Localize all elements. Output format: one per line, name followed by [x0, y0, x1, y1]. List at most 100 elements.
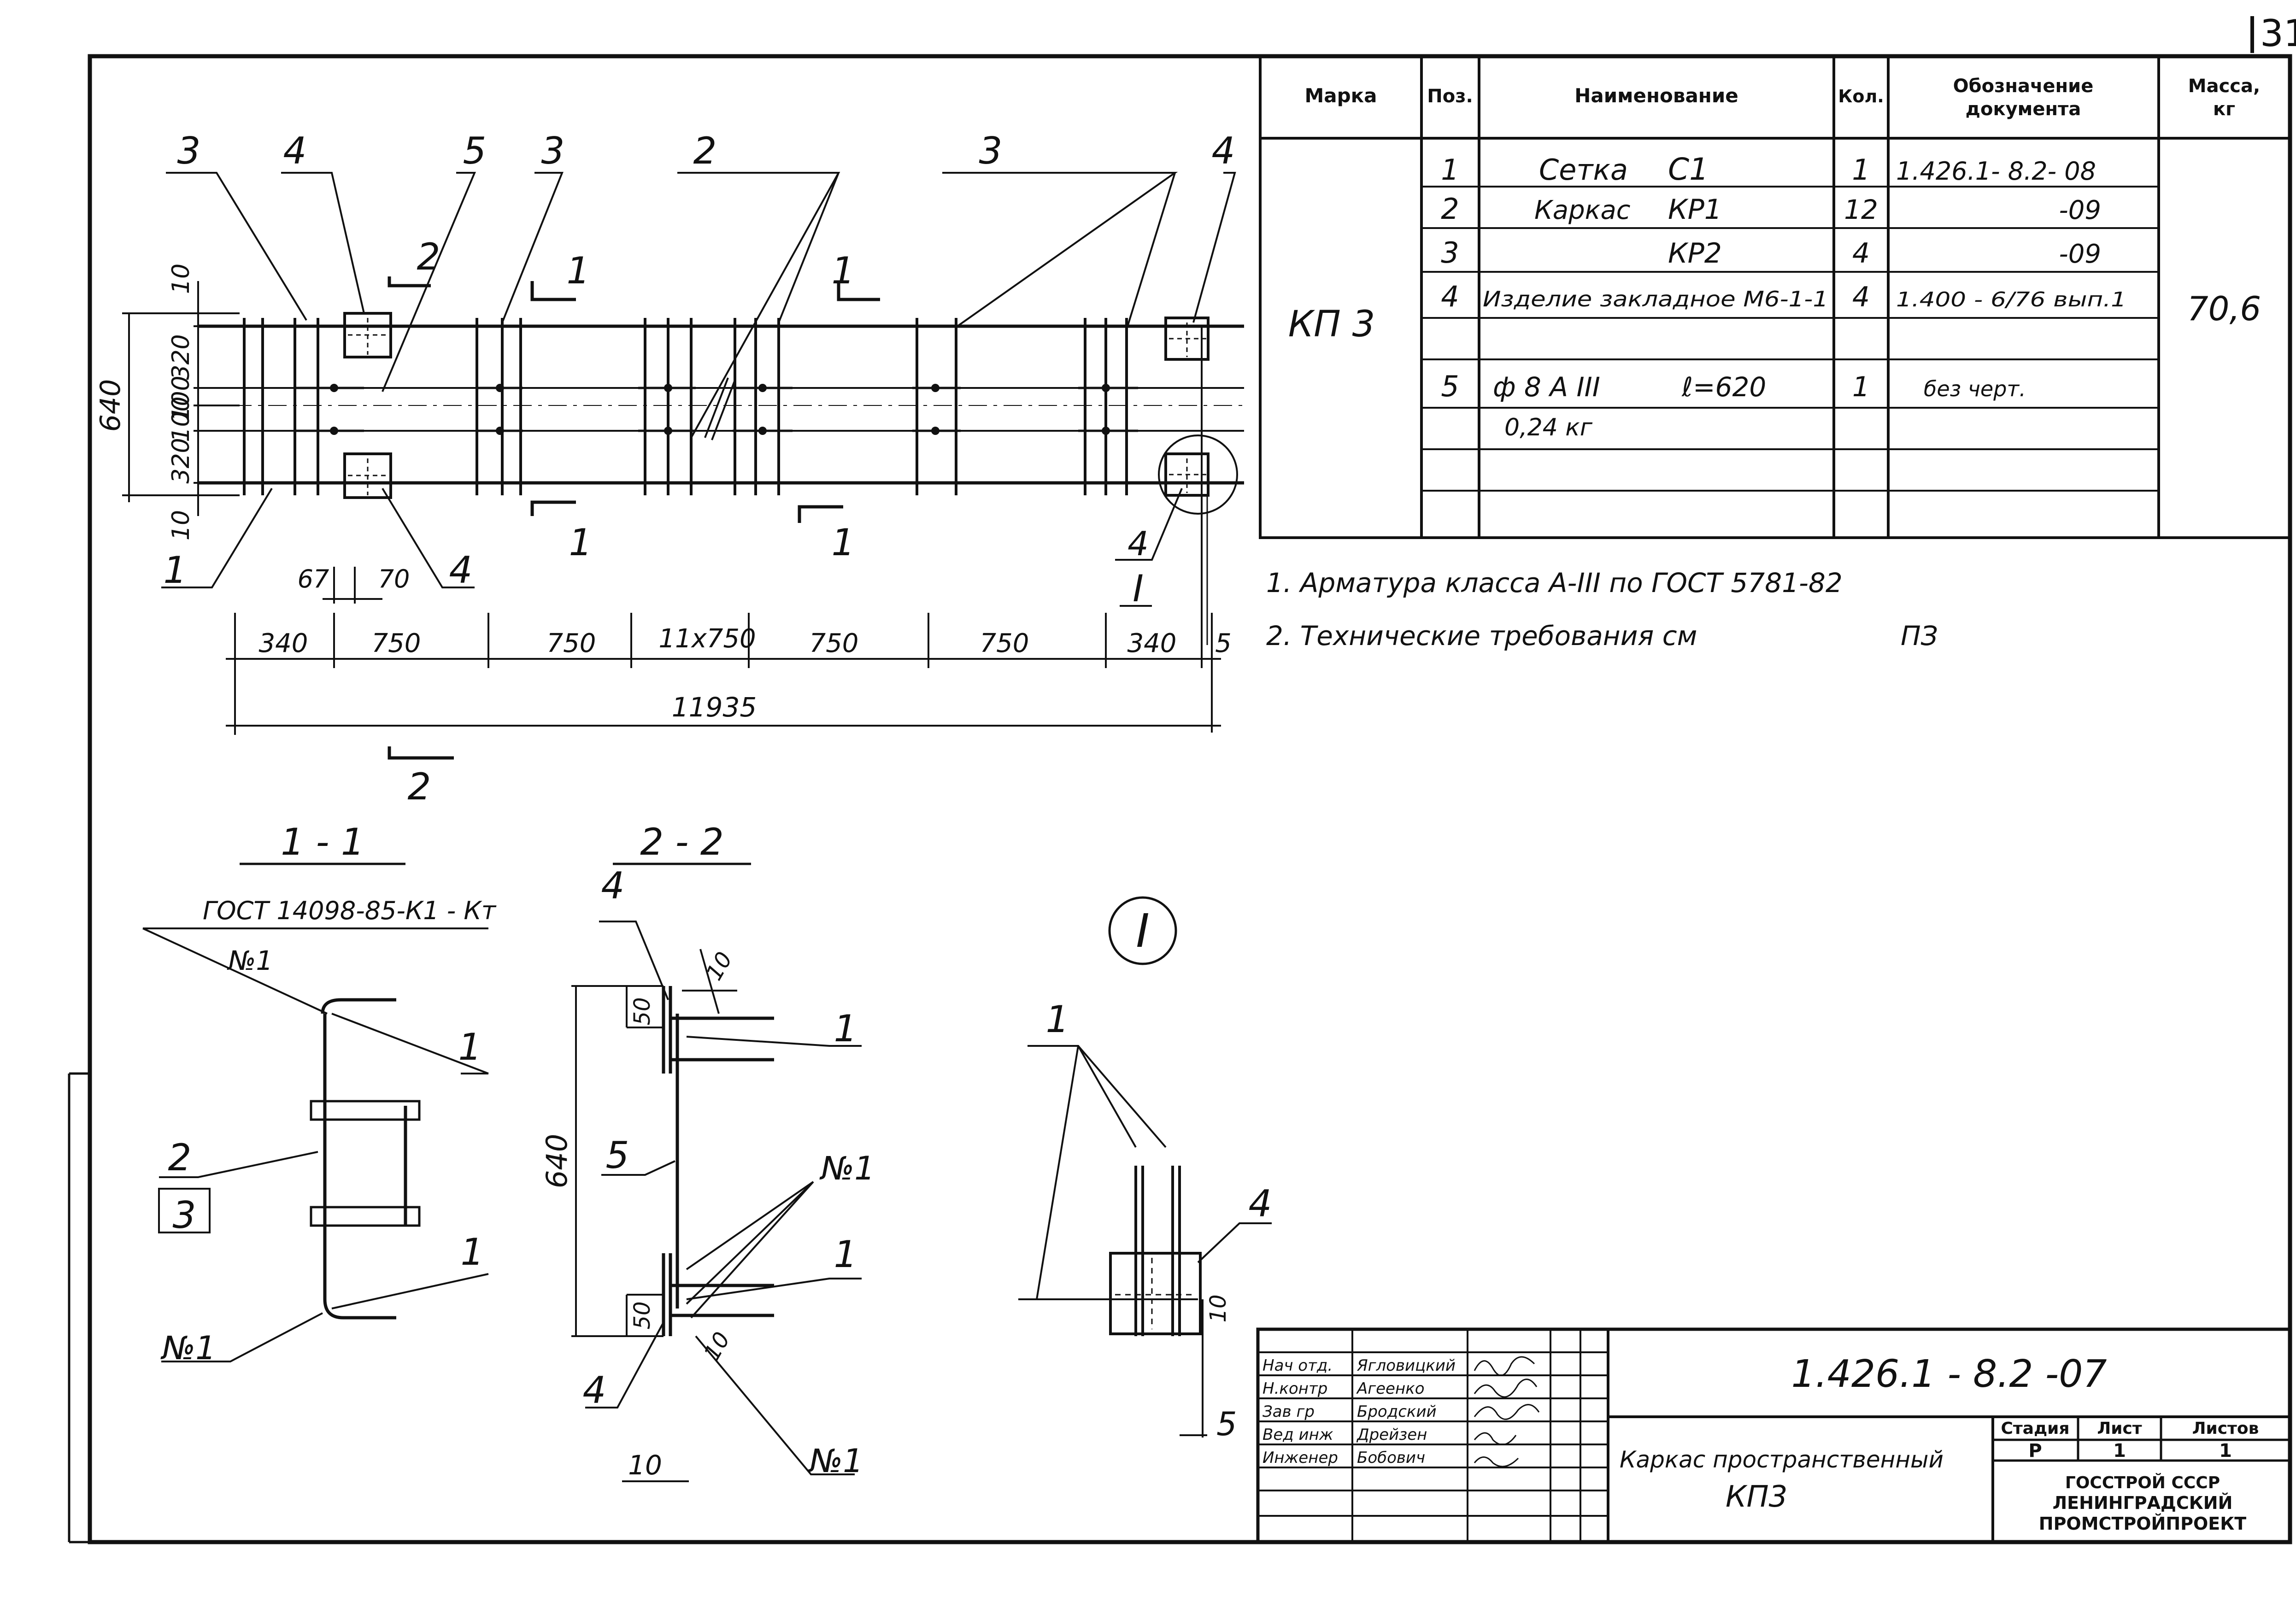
svg-text:2: 2: [168, 1136, 192, 1179]
svg-text:11935: 11935: [672, 692, 757, 723]
svg-text:1: 1: [567, 249, 590, 292]
table-row: 3 КР2 4 -09: [1441, 236, 2101, 270]
svg-text:Бродский: Бродский: [1357, 1402, 1437, 1421]
svg-text:1.400 - 6/76 вып.1: 1.400 - 6/76 вып.1: [1896, 288, 2126, 311]
svg-text:2: 2: [1441, 192, 1459, 226]
svg-text:Изделие закладное М6-1-1: Изделие закладное М6-1-1: [1483, 287, 1828, 311]
frame-kp-group: [243, 318, 1128, 495]
mass-value: 70,6: [2187, 289, 2261, 328]
svg-text:4: 4: [1852, 281, 1870, 313]
svg-text:1: 1: [164, 549, 187, 592]
svg-text:Н.контр: Н.контр: [1263, 1379, 1327, 1398]
svg-text:Р: Р: [2028, 1440, 2042, 1461]
svg-text:640: 640: [94, 379, 127, 432]
svg-text:3: 3: [541, 129, 565, 172]
svg-text:640: 640: [540, 1134, 574, 1188]
svg-text:Зав гр: Зав гр: [1263, 1402, 1315, 1421]
svg-text:№1: №1: [819, 1150, 875, 1187]
svg-text:11x750: 11x750: [658, 624, 756, 654]
header-pos: Поз.: [1427, 86, 1473, 107]
svg-text:4: 4: [449, 549, 473, 592]
svg-text:Стадия: Стадия: [2001, 1419, 2070, 1438]
svg-text:1: 1: [458, 1026, 482, 1068]
svg-text:10: 10: [701, 948, 738, 985]
title-block: Нач отд. Ягловицкий Н.контр Агеенко Зав …: [1256, 1327, 2292, 1544]
svg-text:С1: С1: [1668, 152, 1709, 187]
svg-text:1: 1: [461, 1231, 484, 1273]
svg-text:3: 3: [979, 129, 1003, 172]
svg-text:1: 1: [834, 1007, 857, 1050]
svg-text:1.426.1- 8.2- 08: 1.426.1- 8.2- 08: [1896, 157, 2096, 186]
svg-text:3: 3: [173, 1194, 196, 1237]
svg-text:67: 67: [298, 564, 329, 593]
svg-text:2: 2: [693, 129, 717, 172]
svg-text:ПРОМСТРОЙПРОЕКТ: ПРОМСТРОЙПРОЕКТ: [2039, 1514, 2247, 1534]
svg-text:2: 2: [408, 765, 431, 808]
svg-text:-09: -09: [2059, 239, 2101, 269]
svg-text:1: 1: [2113, 1440, 2126, 1461]
svg-text:3: 3: [177, 129, 201, 172]
svg-text:без черт.: без черт.: [1924, 376, 2026, 401]
header-marka: Марка: [1304, 84, 1377, 107]
svg-text:10: 10: [628, 1449, 662, 1481]
svg-text:5: 5: [1441, 370, 1459, 403]
svg-text:1: 1: [1852, 153, 1870, 187]
embedded-plate-group: [343, 312, 1210, 499]
svg-text:750: 750: [372, 628, 421, 658]
section-2-2: 2 - 2 10 50 640 50 10 10: [540, 821, 875, 1482]
svg-text:4: 4: [583, 1369, 606, 1412]
header-mass-1: Масса,: [2188, 76, 2260, 97]
object-title-1: Каркас пространственный: [1620, 1446, 1944, 1473]
svg-text:1: 1: [834, 1233, 857, 1276]
svg-text:3: 3: [1441, 236, 1459, 270]
svg-text:0,24 кг: 0,24 кг: [1504, 414, 1593, 441]
svg-text:5: 5: [1215, 628, 1232, 658]
svg-text:Сетка: Сетка: [1539, 153, 1628, 187]
svg-text:№1: №1: [160, 1329, 216, 1367]
svg-text:КР1: КР1: [1668, 194, 1722, 226]
svg-text:50: 50: [629, 997, 655, 1025]
svg-text:100: 100: [167, 376, 195, 421]
marka-value: КП 3: [1288, 304, 1375, 345]
table-row: 2 Каркас КР1 12 -09: [1441, 192, 2101, 226]
svg-text:750: 750: [547, 628, 596, 658]
svg-text:КР2: КР2: [1668, 237, 1722, 270]
svg-text:1: 1: [832, 249, 855, 292]
svg-text:Листов: Листов: [2192, 1419, 2259, 1438]
svg-text:340: 340: [1127, 628, 1177, 658]
svg-text:Каркас: Каркас: [1534, 195, 1631, 225]
detail-title-circle: [1108, 896, 1177, 965]
svg-text:Бобович: Бобович: [1357, 1449, 1425, 1467]
svg-text:2: 2: [417, 235, 440, 278]
note-3: ПЗ: [1901, 620, 1938, 651]
header-mass-2: кг: [2213, 99, 2235, 120]
svg-text:4: 4: [1852, 237, 1870, 270]
svg-text:4: 4: [601, 864, 625, 907]
svg-text:I: I: [1136, 904, 1150, 958]
header-qty: Кол.: [1838, 86, 1884, 106]
svg-text:-09: -09: [2059, 195, 2101, 225]
svg-text:750: 750: [810, 628, 859, 658]
table-row: 5 ф 8 А III ℓ=620 1 без черт.: [1441, 370, 2026, 403]
svg-text:10: 10: [167, 510, 195, 540]
svg-text:Вед инж: Вед инж: [1263, 1426, 1333, 1444]
svg-text:1: 1: [1441, 153, 1459, 187]
technical-notes: 1. Арматура класса А-III по ГОСТ 5781-82…: [1266, 567, 1938, 651]
svg-text:№1: №1: [807, 1442, 863, 1480]
svg-text:10: 10: [167, 264, 195, 294]
svg-text:Нач отд.: Нач отд.: [1263, 1356, 1333, 1375]
svg-text:1: 1: [2219, 1440, 2232, 1461]
svg-text:4: 4: [1441, 280, 1459, 313]
svg-text:Агеенко: Агеенко: [1356, 1379, 1425, 1398]
svg-text:Ягловицкий: Ягловицкий: [1356, 1356, 1456, 1375]
svg-text:Инженер: Инженер: [1263, 1449, 1338, 1467]
page-number: 31: [2260, 12, 2296, 55]
svg-text:ГОССТРОЙ СССР: ГОССТРОЙ СССР: [2065, 1473, 2220, 1492]
svg-text:750: 750: [980, 628, 1029, 658]
object-title-2: КП3: [1726, 1480, 1787, 1514]
svg-text:ЛЕНИНГРАДСКИЙ: ЛЕНИНГРАДСКИЙ: [2053, 1493, 2233, 1513]
svg-text:ℓ=620: ℓ=620: [1681, 371, 1766, 403]
header-doc-1: Обозначение: [1953, 76, 2094, 97]
drawing-number: 1.426.1 - 8.2 -07: [1791, 1352, 2107, 1396]
